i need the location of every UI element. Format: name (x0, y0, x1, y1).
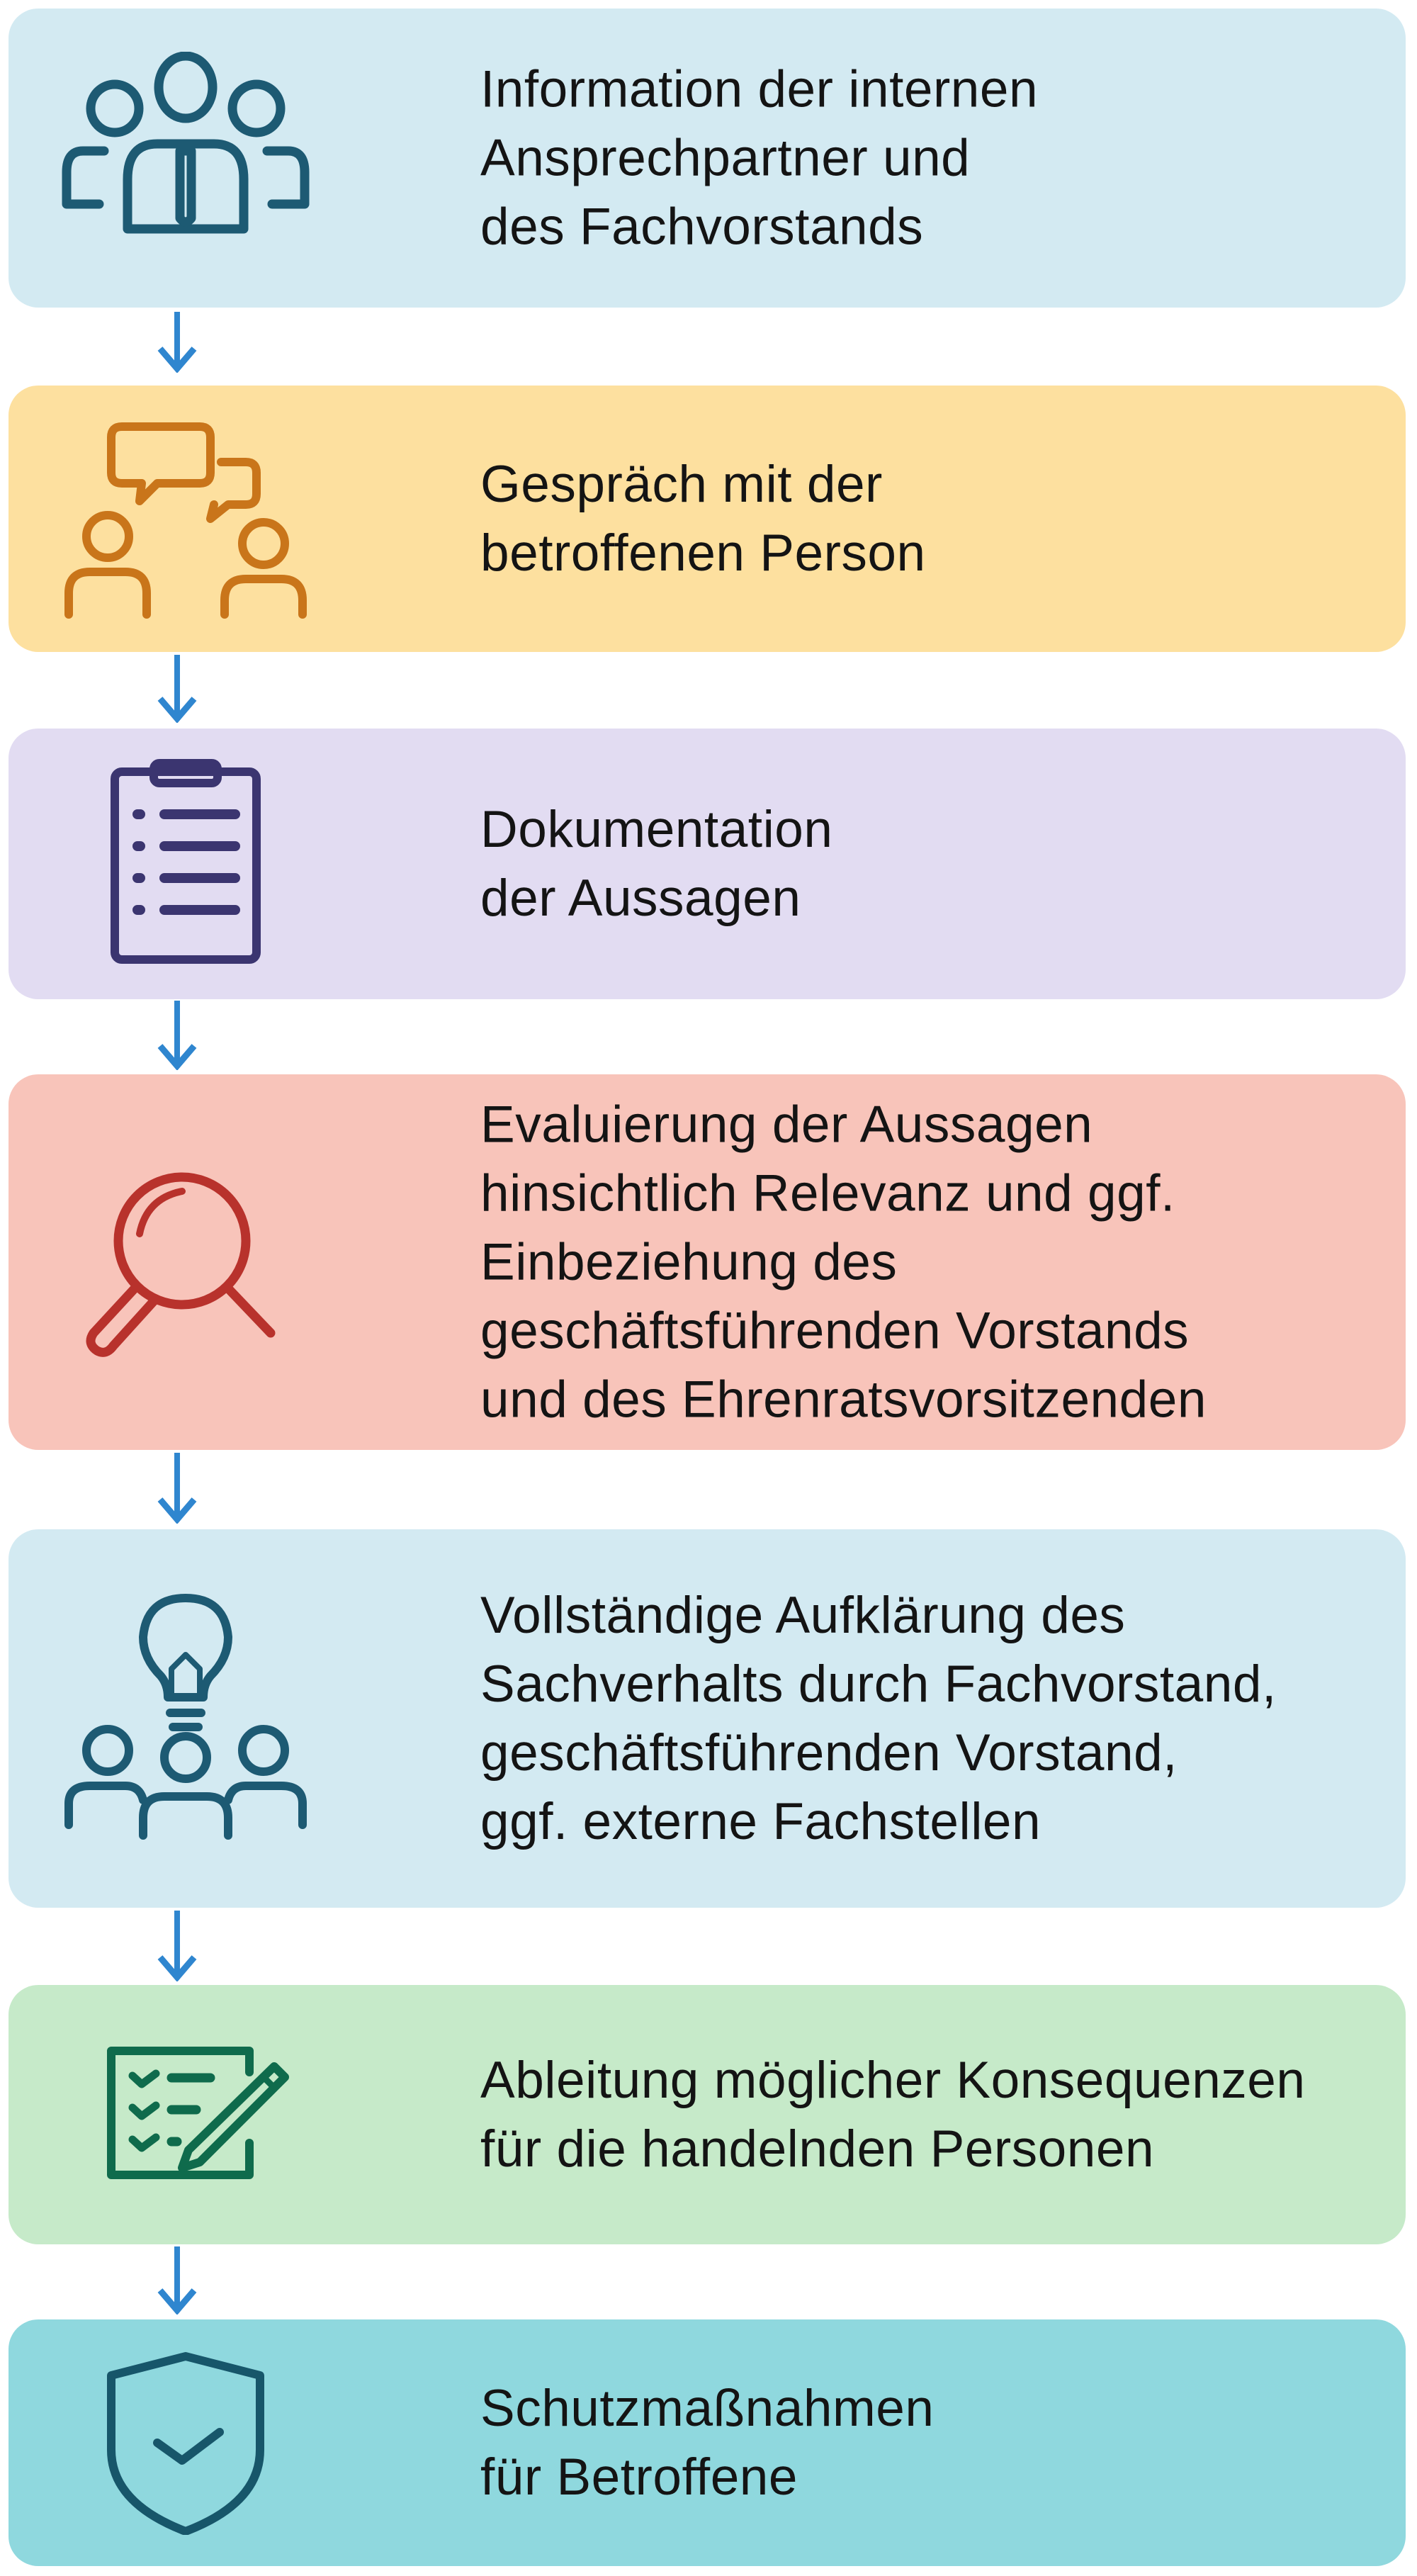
step-line: Gespräch mit der (480, 456, 883, 513)
arrow-down-icon (157, 1911, 197, 1982)
step-line: Evaluierung der Aussagen (480, 1096, 1093, 1154)
checklist-pencil-icon (58, 2044, 313, 2186)
people-group-icon (58, 51, 313, 264)
step-line: Ansprechpartner und (480, 129, 971, 187)
step-text: Vollständige Aufklärung des Sachverhalts… (480, 1581, 1377, 1856)
step-text: Gespräch mit der betroffenen Person (480, 450, 1377, 587)
step-line: des Fachvorstands (480, 198, 924, 256)
step-3: Dokumentation der Aussagen (9, 729, 1406, 999)
step-4: Evaluierung der Aussagen hinsichtlich Re… (9, 1074, 1406, 1450)
step-line: geschäftsführenden Vorstands (480, 1302, 1190, 1360)
step-line: hinsichtlich Relevanz und ggf. (480, 1164, 1175, 1222)
step-line: ggf. externe Fachstellen (480, 1793, 1041, 1850)
step-1: Information der internen Ansprechpartner… (9, 9, 1406, 308)
step-line: Information der internen (480, 60, 1039, 118)
step-line: für Betroffene (480, 2448, 798, 2506)
step-text: Evaluierung der Aussagen hinsichtlich Re… (480, 1091, 1377, 1434)
step-line: Ableitung möglicher Konsequenzen (480, 2052, 1306, 2109)
step-line: Sachverhalts durch Fachvorstand, (480, 1655, 1277, 1713)
step-line: für die handelnden Personen (480, 2120, 1155, 2178)
step-6: Ableitung möglicher Konsequenzen für die… (9, 1985, 1406, 2244)
arrow-down-icon (157, 1453, 197, 1524)
conversation-icon (58, 412, 313, 625)
step-line: Vollständige Aufklärung des (480, 1587, 1126, 1644)
step-text: Ableitung möglicher Konsequenzen für die… (480, 2046, 1377, 2183)
arrow-down-icon (157, 1001, 197, 1071)
step-text: Dokumentation der Aussagen (480, 795, 1377, 933)
step-line: betroffenen Person (480, 524, 926, 582)
arrow-down-icon (157, 2246, 197, 2315)
step-line: Dokumentation (480, 801, 833, 858)
clipboard-list-icon (58, 758, 313, 970)
step-line: Einbeziehung des (480, 1233, 898, 1291)
lightbulb-team-icon (58, 1591, 313, 1846)
step-line: Schutzmaßnahmen (480, 2380, 935, 2437)
step-line: und des Ehrenratsvorsitzenden (480, 1371, 1207, 1429)
step-7: Schutzmaßnahmen für Betroffene (9, 2319, 1406, 2566)
shield-check-icon (58, 2351, 313, 2536)
step-text: Schutzmaßnahmen für Betroffene (480, 2374, 1377, 2512)
arrow-down-icon (157, 655, 197, 724)
arrow-down-icon (157, 312, 197, 373)
step-line: der Aussagen (480, 870, 801, 927)
step-5: Vollständige Aufklärung des Sachverhalts… (9, 1529, 1406, 1908)
step-text: Information der internen Ansprechpartner… (480, 55, 1377, 261)
step-line: geschäftsführenden Vorstand, (480, 1724, 1178, 1782)
magnifier-icon (58, 1156, 313, 1368)
step-2: Gespräch mit der betroffenen Person (9, 386, 1406, 652)
